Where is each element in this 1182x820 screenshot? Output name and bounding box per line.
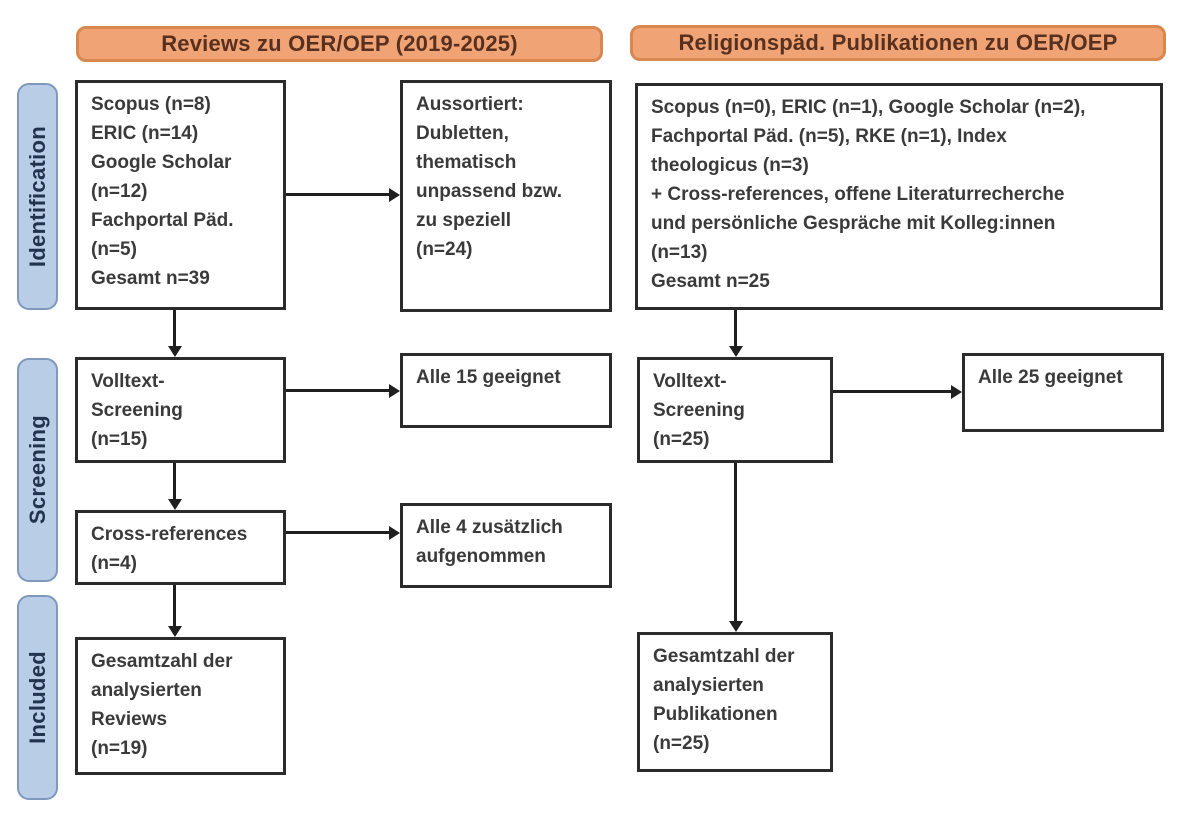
arrow-right-fulltext-to-included [728, 463, 743, 632]
arrow-right-fulltext-to-result [833, 384, 962, 399]
arrow-left-crossref-to-result [286, 525, 400, 540]
header-right-column: Religionspäd. Publikationen zu OER/OEP [630, 25, 1166, 61]
arrow-left-id-to-screening [167, 310, 182, 357]
stage-label-screening: Screening [17, 358, 58, 582]
stage-label-screening-text: Screening [24, 415, 50, 525]
stage-label-included: Included [17, 595, 58, 800]
arrow-right-id-to-screening [728, 310, 743, 357]
box-right-included-total: Gesamtzahl der analysierten Publikatione… [637, 632, 833, 772]
box-right-fulltext-result: Alle 25 geeignet [962, 353, 1164, 432]
arrow-left-fulltext-to-result [286, 383, 400, 398]
box-right-identification-sources: Scopus (n=0), ERIC (n=1), Google Scholar… [635, 83, 1163, 310]
arrow-left-fulltext-to-crossref [167, 463, 182, 510]
stage-label-identification: Identification [17, 83, 58, 310]
box-left-included-total: Gesamtzahl der analysierten Reviews (n=1… [75, 637, 286, 775]
box-left-identification-sources: Scopus (n=8) ERIC (n=14) Google Scholar … [75, 80, 286, 310]
arrow-left-id-to-excluded [286, 187, 400, 202]
header-left-column: Reviews zu OER/OEP (2019-2025) [76, 26, 603, 62]
box-left-excluded: Aussortiert: Dubletten, thematisch unpas… [400, 80, 612, 312]
box-left-crossref-result: Alle 4 zusätzlich aufgenommen [400, 503, 612, 588]
box-right-fulltext-screening: Volltext- Screening (n=25) [637, 357, 833, 463]
box-left-fulltext-screening: Volltext- Screening (n=15) [75, 357, 286, 463]
box-left-fulltext-result: Alle 15 geeignet [400, 353, 612, 428]
arrow-left-crossref-to-included [167, 585, 182, 637]
box-left-crossref: Cross-references (n=4) [75, 510, 286, 585]
stage-label-included-text: Included [24, 651, 50, 744]
stage-label-identification-text: Identification [24, 125, 50, 268]
